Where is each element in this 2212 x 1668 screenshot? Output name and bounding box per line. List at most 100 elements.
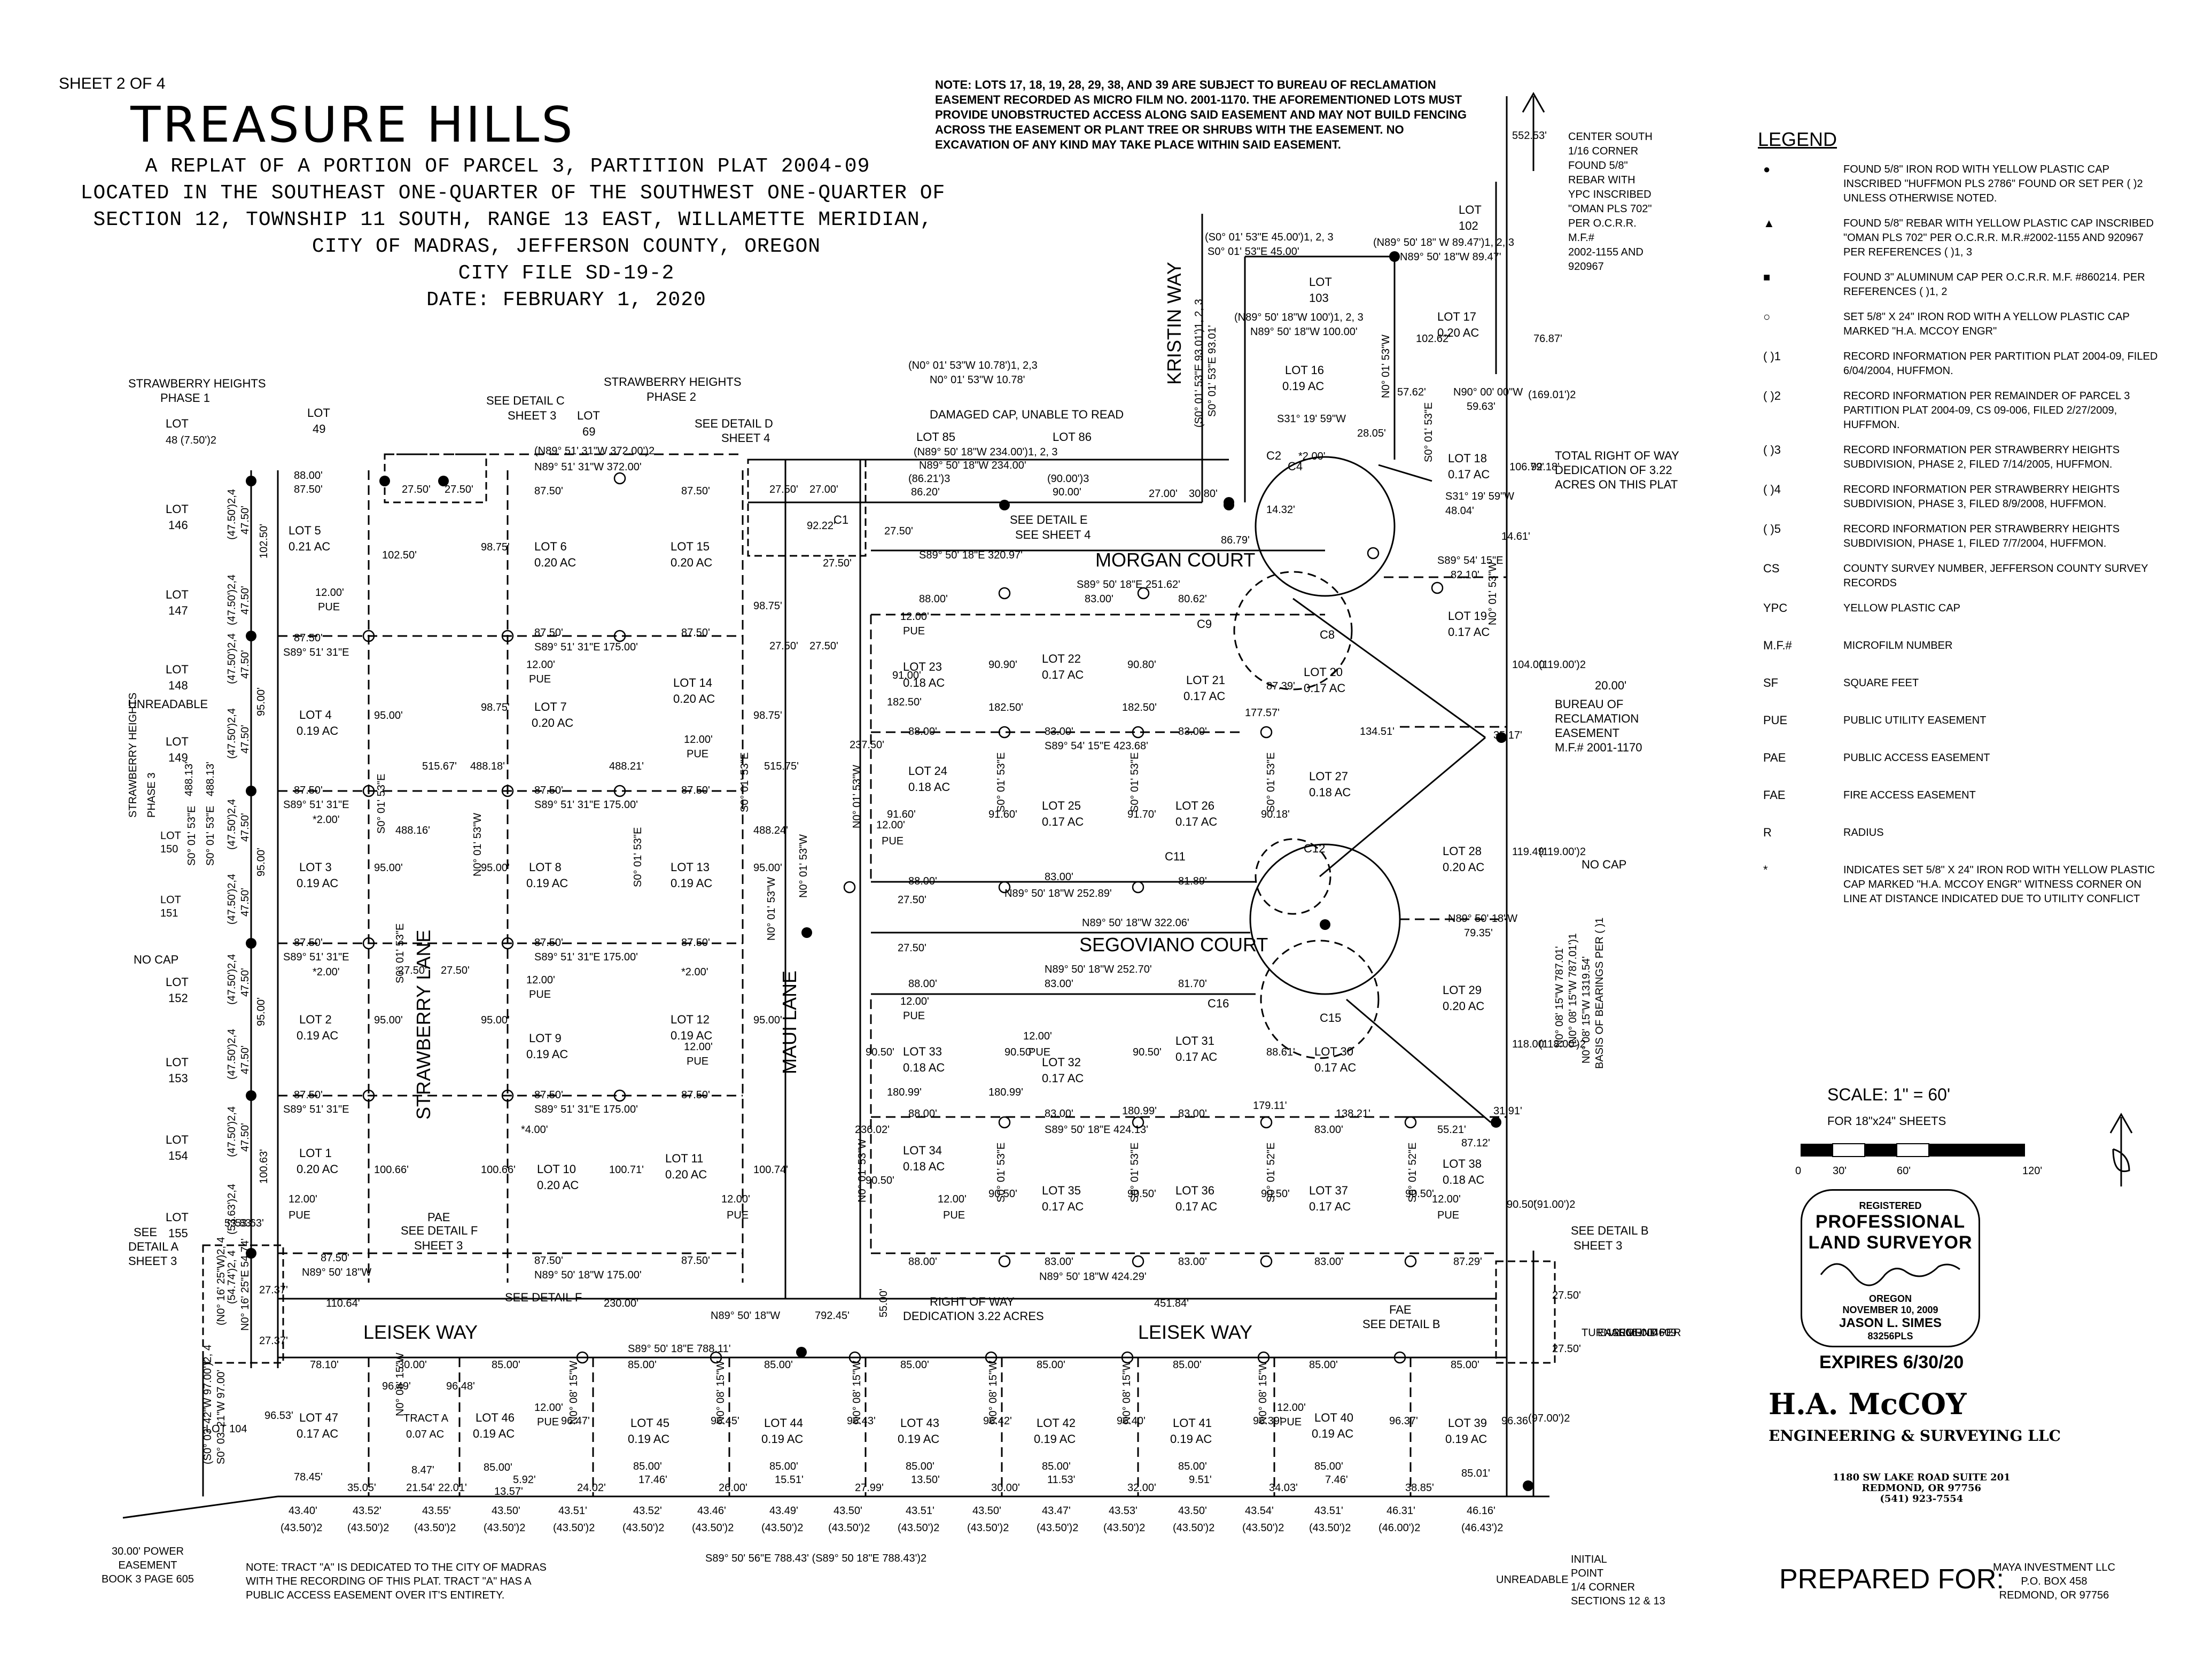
map-label: (N89° 51' 31"W 372.00')2	[534, 445, 655, 457]
legend-symbol: ■	[1763, 270, 1771, 284]
map-vertical-label: BASIS OF BEARINGS PER ( )1	[1594, 918, 1606, 1069]
map-label: LOT 16	[1285, 363, 1324, 377]
legend-symbol: ▲	[1763, 216, 1775, 230]
map-label: LOT 1	[299, 1146, 332, 1160]
map-label: 182.50'	[1122, 702, 1157, 713]
map-label: 53.83'	[224, 1217, 253, 1229]
power-easement-label: 30.00' POWER EASEMENT BOOK 3 PAGE 605	[102, 1545, 194, 1586]
map-label: 85.00'	[1178, 1461, 1207, 1472]
scale-sheet-size: FOR 18"x24" SHEETS	[1827, 1114, 1946, 1128]
map-label: 12.00'	[315, 587, 344, 599]
title-block: TREASURE HILLS A REPLAT OF A PORTION OF …	[32, 96, 994, 314]
subtitle-line-5: CITY FILE SD-19-2	[458, 262, 675, 285]
map-label: PUE	[1029, 1046, 1050, 1058]
map-label: (43.50')2	[967, 1522, 1009, 1534]
map-label: C16	[1208, 997, 1229, 1010]
legend-symbol: FAE	[1763, 788, 1786, 802]
map-label: 87.50'	[681, 485, 710, 497]
map-label: 0.20 AC	[1443, 860, 1484, 874]
map-label: LOT 5	[289, 524, 321, 537]
firm-subtitle: ENGINEERING & SURVEYING LLC	[1769, 1427, 2061, 1445]
map-vertical-label: S0° 01' 53"E	[1423, 402, 1435, 462]
legend-description: RECORD INFORMATION PER PARTITION PLAT 20…	[1843, 351, 2158, 377]
map-label: LOT 31	[1175, 1034, 1214, 1048]
map-label: LOT 19	[1448, 609, 1487, 623]
map-label: (91.00')2	[1533, 1199, 1575, 1211]
map-label: 83.00'	[1314, 1124, 1343, 1136]
map-label: 27.37'	[259, 1335, 288, 1347]
map-vertical-label: N0° 16' 25"E 54.74'	[239, 1238, 251, 1331]
firm-name: H.A. McCOY	[1769, 1387, 1967, 1421]
legend-symbol: ( )2	[1763, 389, 1781, 402]
legend-item: ▲FOUND 5/8" REBAR WITH YELLOW PLASTIC CA…	[1758, 216, 2164, 260]
map-label: 88.00'	[908, 726, 937, 738]
map-label: 12.00'	[289, 1193, 317, 1205]
map-vertical-label: N0° 08' 15"W 787.01'	[1554, 946, 1565, 1048]
map-label: 100.66'	[374, 1164, 409, 1176]
map-label: 90.18'	[1261, 809, 1290, 820]
map-label: LOT	[577, 409, 600, 422]
power-easement-line-2: EASEMENT	[118, 1560, 177, 1571]
map-label: 0.18 AC	[1443, 1173, 1484, 1186]
map-vertical-label: S0° 01' 53"E	[1129, 752, 1141, 812]
map-label: 27.50'	[402, 484, 431, 495]
map-vertical-label: S0° 01' 53"E	[995, 1143, 1007, 1202]
map-label: C12	[1304, 842, 1325, 855]
map-label: *2.00'	[313, 814, 340, 826]
plat-title: TREASURE HILLS	[130, 96, 575, 153]
map-label: S89° 50' 18"E 788.11'	[628, 1343, 731, 1355]
map-label: 95.00'	[481, 1014, 510, 1026]
map-label: 27.00'	[1149, 488, 1178, 500]
map-label: 0.18 AC	[903, 1061, 945, 1074]
legend-symbol: CS	[1763, 562, 1780, 575]
map-label: 90.80'	[1127, 659, 1156, 671]
map-vertical-label: 47.50'	[239, 968, 251, 997]
map-vertical-label: 47.50'	[239, 1045, 251, 1074]
map-label: 27.37'	[259, 1284, 288, 1296]
map-label: 59.63'	[1467, 401, 1496, 413]
map-label: 27.50'	[1552, 1343, 1581, 1355]
map-label: 83.00'	[1178, 726, 1207, 738]
map-label: N89° 50' 18"W	[302, 1267, 371, 1278]
scale-tick-0: 0	[1795, 1165, 1802, 1177]
map-label: LOT	[166, 588, 189, 601]
map-label: N89° 50' 18"W 252.70'	[1045, 964, 1152, 975]
legend-item: ●FOUND 5/8" IRON ROD WITH YELLOW PLASTIC…	[1758, 162, 2164, 206]
map-label: 451.84'	[1154, 1298, 1189, 1309]
map-label: S31° 19' 59"W	[1277, 413, 1346, 425]
map-label: 12.00'	[684, 1041, 713, 1053]
tract-a-note: NOTE: TRACT "A" IS DEDICATED TO THE CITY…	[246, 1562, 547, 1601]
map-label: (43.50')2	[281, 1522, 322, 1534]
map-label: N89° 50' 18"W 234.00'	[919, 460, 1026, 471]
firm-address-line-2: REDMOND, OR 97756	[1861, 1483, 1982, 1494]
legend-description: SET 5/8" X 24" IRON ROD WITH A YELLOW PL…	[1843, 311, 2130, 337]
legend-symbol: M.F.#	[1763, 639, 1792, 652]
map-vertical-label: N0° 01' 53"W	[851, 765, 863, 828]
map-label: LOT 13	[671, 860, 710, 874]
map-label: UNREADABLE	[128, 697, 208, 711]
map-label: 0.17 AC	[1175, 1200, 1217, 1213]
map-label: 69	[582, 425, 595, 438]
map-label: SHEET 3	[128, 1254, 177, 1268]
map-vertical-label: N0° 08' 15"W	[1121, 1361, 1133, 1424]
map-label: PUE	[727, 1209, 749, 1221]
map-label: 102	[1459, 219, 1478, 232]
map-vertical-label: (47.50')2,4	[226, 954, 238, 1005]
map-label: LOT 86	[1053, 430, 1092, 444]
map-label: N89° 50' 18"W 89.47'	[1400, 251, 1501, 263]
map-label: 87.50'	[681, 1089, 710, 1101]
legend-symbol: PUE	[1763, 713, 1788, 727]
map-label: 88.00'	[919, 593, 948, 605]
map-label: SEE DETAIL C	[486, 394, 565, 407]
map-label: 0.17 AC	[1175, 1050, 1217, 1064]
map-label: LOT	[1309, 275, 1332, 289]
map-label: 90.00'	[1053, 486, 1081, 498]
map-label: 43.54'	[1245, 1505, 1274, 1517]
map-label: N89° 50' 18"W 424.29'	[1039, 1271, 1147, 1283]
map-label: 86.79'	[1221, 534, 1250, 546]
map-label: N89° 50' 18"W 100.00'	[1250, 326, 1358, 338]
map-label: 12.00'	[1023, 1030, 1052, 1042]
